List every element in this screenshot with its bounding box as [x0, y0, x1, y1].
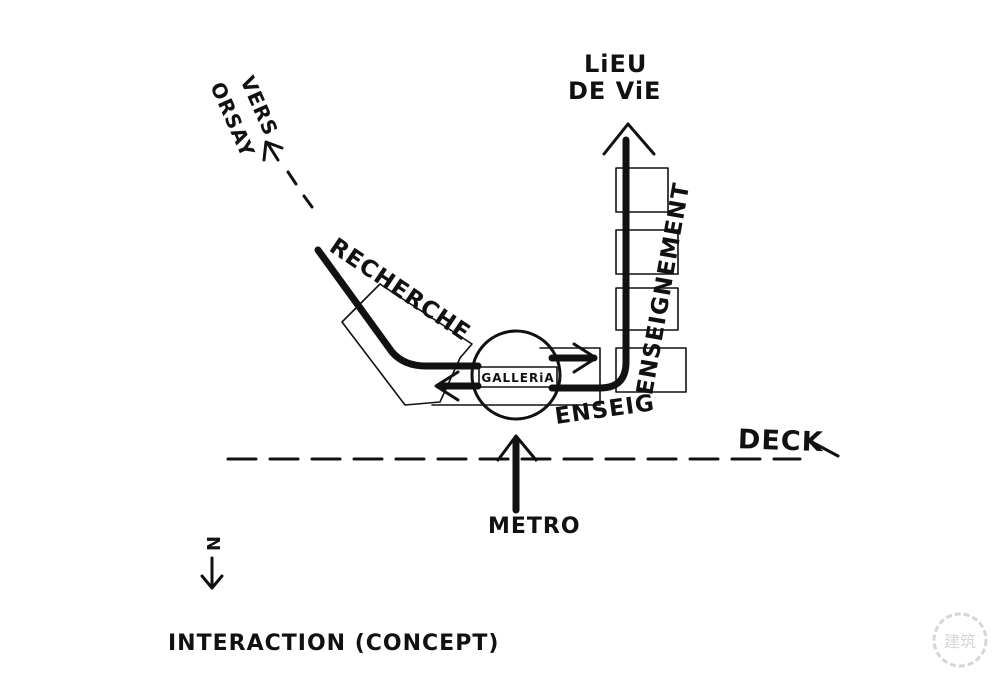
diagram-title: INTERACTION (CONCEPT) — [168, 631, 499, 656]
galleria-arrow-east-head — [572, 342, 598, 374]
recherche-path — [314, 246, 482, 370]
galleria-label-box — [478, 366, 558, 388]
north-arrow: N — [200, 536, 224, 590]
watermark-gear-icon — [932, 612, 988, 668]
building-outlines — [341, 167, 687, 406]
lieu-label: LiEU — [584, 50, 647, 78]
deck: DECK — [226, 424, 840, 461]
galleria-hub: GALLERiA — [470, 329, 562, 421]
galleria-strip-outline — [431, 347, 601, 406]
enseignement-path — [548, 136, 630, 392]
galleria-label: GALLERiA — [481, 371, 554, 385]
watermark-text: 建筑 — [944, 632, 976, 651]
north-arrow-icon — [200, 556, 224, 590]
de-vie-label: DE ViE — [568, 77, 661, 105]
galleria-arrow-west-head — [434, 370, 460, 402]
metro: METRO — [488, 434, 581, 539]
enseignement-block-4 — [615, 347, 687, 393]
galleria-circle — [470, 329, 562, 421]
enseignement-block-3 — [615, 287, 679, 331]
vers-orsay-dashes — [286, 170, 314, 209]
lieu-de-vie-arrow-head — [602, 122, 656, 156]
deck-label-tail — [806, 438, 840, 458]
watermark-logo: 建筑 — [932, 612, 988, 668]
metro-label: METRO — [488, 514, 581, 539]
enseignement-block-1 — [615, 167, 669, 213]
recherche-block-outline — [341, 283, 473, 406]
vers-orsay-arrow — [262, 140, 284, 162]
enseignement-block-2 — [615, 229, 679, 275]
north-label: N — [202, 536, 223, 552]
enseignement-label-horizontal: ENSEIG — [553, 390, 656, 430]
metro-arrow-head — [496, 434, 538, 462]
circulation-paths — [262, 122, 656, 402]
